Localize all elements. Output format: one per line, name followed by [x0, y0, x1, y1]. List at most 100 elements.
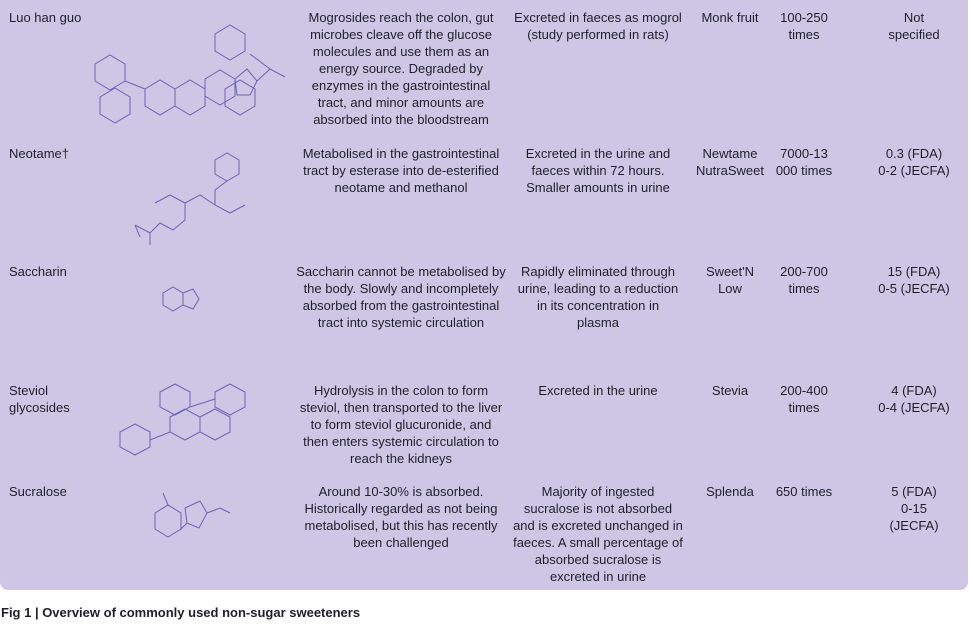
text-line: NutraSweet — [696, 163, 764, 178]
text-line: (JECFA) — [889, 518, 939, 533]
text-line: tract, and minor amounts are — [317, 95, 485, 110]
metabolism-text: Around 10-30% is absorbed.Historically r… — [288, 483, 514, 551]
text-line: 650 times — [775, 484, 833, 499]
sweetness-potency: 650 times — [766, 483, 842, 500]
text-line: Stevia — [711, 383, 749, 398]
brand-name: Monk fruit — [690, 9, 770, 26]
text-line: the body. Slowly and incompletely — [303, 281, 499, 296]
text-line: times — [788, 400, 820, 415]
text-line: energy source. Degraded by — [318, 61, 484, 76]
name-line: Sucralose — [9, 484, 67, 499]
text-line: 000 times — [775, 163, 833, 178]
text-line: Majority of ingested — [541, 484, 655, 499]
text-line: Saccharin cannot be metabolised by — [296, 264, 506, 279]
text-line: Monk fruit — [701, 10, 759, 25]
text-line: times — [788, 281, 820, 296]
text-line: metabolised, but this has recently — [304, 518, 498, 533]
sweetness-potency: 100-250 times — [766, 9, 842, 43]
text-line: 4 (FDA) — [891, 383, 937, 398]
name-line: Neotame† — [9, 146, 69, 161]
text-line: urine, leading to a reduction — [517, 281, 679, 296]
text-line: tract into systemic circulation — [317, 315, 485, 330]
text-line: and is excreted unchanged in — [513, 518, 683, 533]
text-line: Mogrosides reach the colon, gut — [308, 10, 494, 25]
text-line: Excreted in the urine — [538, 383, 658, 398]
text-line: Smaller amounts in urine — [526, 180, 670, 195]
chemical-structure-image — [75, 483, 290, 593]
text-line: Low — [718, 281, 742, 296]
brand-name: Sweet'N Low — [690, 263, 770, 297]
text-line: enzymes in the gastrointestinal — [311, 78, 491, 93]
saccharin-structure — [162, 286, 200, 312]
sweetener-table: Luo han guo Mogrosides reach the colon, … — [0, 0, 968, 590]
steviol-structure — [119, 383, 246, 456]
metabolism-text: Metabolised in the gastrointestinal tract… — [288, 145, 514, 196]
text-line: times — [788, 27, 820, 42]
acceptable-daily-intake: 5 (FDA) 0-15 (JECFA) — [860, 483, 968, 534]
metabolism-text: Saccharin cannot be metabolised by the bo… — [288, 263, 514, 331]
text-line: tract by esterase into de-esterified — [303, 163, 499, 178]
excretion-text: Excreted in the urine — [508, 382, 688, 399]
excretion-text: Excreted in the urine and faeces within 7… — [508, 145, 688, 196]
sweetener-name: Saccharin — [9, 263, 99, 280]
text-line: Not — [903, 10, 925, 25]
figure-caption: Fig 1 | Overview of commonly used non-su… — [1, 605, 361, 620]
text-line: reach the kidneys — [350, 451, 452, 466]
text-line: 7000-13 — [780, 146, 828, 161]
text-line: 5 (FDA) — [891, 484, 937, 499]
text-line: absorbed sucralose is — [534, 552, 662, 567]
text-line: absorbed into the bloodstream — [313, 112, 489, 127]
text-line: to form steviol glucuronide, and — [310, 417, 492, 432]
sweetness-potency: 7000-13 000 times — [766, 145, 842, 179]
text-line: sucralose is not absorbed — [523, 501, 673, 516]
sweetener-name: Luo han guo — [9, 9, 99, 26]
sweetener-name: Neotame† — [9, 145, 99, 162]
metabolism-text: Mogrosides reach the colon, gut microbes … — [288, 9, 514, 128]
text-line: absorbed from the gastrointestinal — [302, 298, 500, 313]
text-line: Around 10-30% is absorbed. — [318, 484, 484, 499]
text-line: 0-4 (JECFA) — [878, 400, 950, 415]
text-line: faeces within 72 hours. — [531, 163, 665, 178]
text-line: then enters systemic circulation to — [303, 434, 499, 449]
name-line: Saccharin — [9, 264, 67, 279]
text-line: plasma — [577, 315, 619, 330]
sucralose-structure — [154, 492, 231, 538]
chemical-structure-image — [75, 263, 290, 373]
acceptable-daily-intake: 0.3 (FDA)0-2 (JECFA) — [860, 145, 968, 179]
chemical-structure-image — [75, 382, 290, 492]
metabolism-text: Hydrolysis in the colon to form steviol, … — [288, 382, 514, 467]
text-line: microbes cleave off the glucose — [310, 27, 492, 42]
text-line: Metabolised in the gastrointestinal — [302, 146, 500, 161]
text-line: been challenged — [353, 535, 449, 550]
text-line: 200-700 — [780, 264, 828, 279]
name-line: Luo han guo — [9, 10, 82, 25]
mogroside-structure — [94, 24, 286, 124]
text-line: molecules and use them as an — [312, 44, 490, 59]
text-line: steviol, then transported to the liver — [299, 400, 503, 415]
text-line: (study performed in rats) — [527, 27, 669, 42]
text-line: 0-5 (JECFA) — [878, 281, 950, 296]
acceptable-daily-intake: 15 (FDA) 0-5 (JECFA) — [860, 263, 968, 297]
text-line: neotame and methanol — [334, 180, 468, 195]
name-line: Steviol — [9, 383, 49, 398]
sweetness-potency: 200-700 times — [766, 263, 842, 297]
excretion-text: Excreted in faeces as mogrol(study perfo… — [508, 9, 688, 43]
text-line: Newtame — [702, 146, 758, 161]
name-line: glycosides — [9, 400, 70, 415]
text-line: Sweet'N — [705, 264, 754, 279]
sweetener-name: Steviol glycosides — [9, 382, 99, 416]
text-line: 0.3 (FDA) — [885, 146, 943, 161]
text-line: Excreted in the urine and — [525, 146, 671, 161]
text-line: 15 (FDA) — [887, 264, 941, 279]
text-line: excreted in urine — [549, 569, 647, 584]
text-line: 0-15 — [900, 501, 928, 516]
text-line: in its concentration in — [536, 298, 660, 313]
chemical-structure-image — [75, 19, 290, 129]
chemical-structure-image — [75, 145, 290, 255]
text-line: Hydrolysis in the colon to form — [313, 383, 489, 398]
sweetener-name: Sucralose — [9, 483, 99, 500]
text-line: 100-250 — [780, 10, 828, 25]
